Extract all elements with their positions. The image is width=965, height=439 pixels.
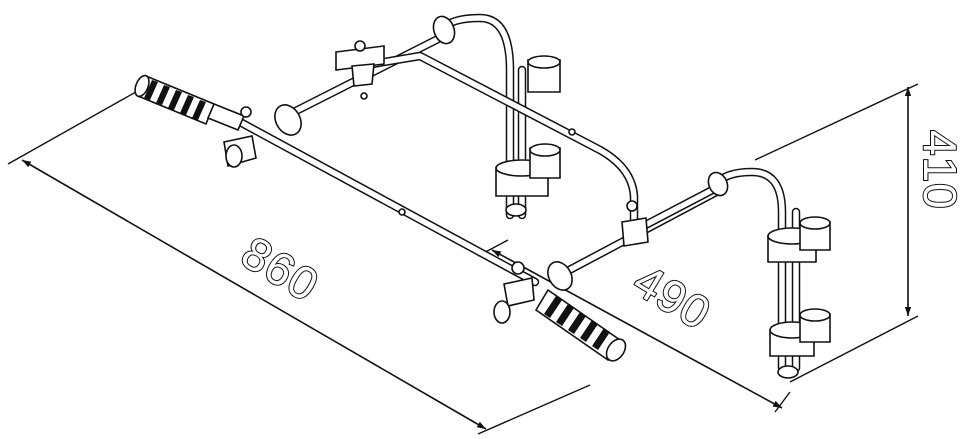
top-bracket	[335, 40, 385, 87]
rack-frame	[134, 13, 831, 379]
right-grip	[534, 288, 627, 362]
dimension-label-490: 490	[625, 254, 720, 340]
left-grip	[134, 74, 246, 132]
dimension-490: 490	[477, 239, 791, 413]
left-clamps	[223, 104, 302, 168]
dimension-label-860: 860	[233, 226, 328, 312]
dimension-410: 410	[754, 83, 965, 383]
far-upright-clamps	[432, 15, 561, 217]
center-clamps	[493, 200, 649, 324]
dimension-label-410: 410	[914, 130, 965, 210]
near-upright-clamps	[707, 171, 831, 379]
